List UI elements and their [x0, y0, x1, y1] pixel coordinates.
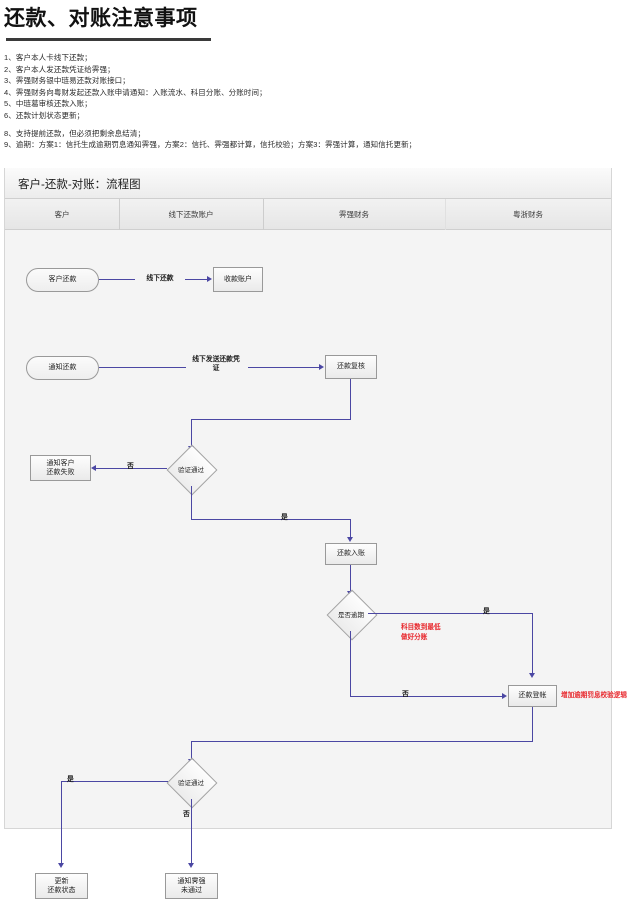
- node-repay-posting[interactable]: 还款入账: [325, 543, 377, 565]
- annotation-overdue-rule: 增加逾期罚息校验逻辑: [561, 692, 627, 699]
- note-item: 9、逾期：方案1：信托生成逾期罚息通知霁强，方案2：信托、霁强都计算，信托校验；…: [4, 140, 417, 150]
- decision-label: 是否逾期: [338, 612, 364, 619]
- note-item: 3、霁强财务银中琏易还款对账接口；: [4, 76, 130, 86]
- lane-header-customer: 客户: [54, 209, 70, 219]
- connector-review-down: [350, 379, 352, 420]
- page-title: 还款、对账注意事项: [4, 7, 198, 30]
- title-divider: [6, 38, 211, 41]
- node-receiving-account[interactable]: 收款账户: [213, 267, 263, 292]
- branch-label-no-overdue: 否: [402, 691, 409, 698]
- decision-is-overdue[interactable]: 是否逾期: [322, 589, 380, 641]
- branch-label-yes-1: 是: [281, 514, 288, 521]
- note-item: 5、中琏葛审核还款入账；: [4, 99, 92, 109]
- swimlane-header-row: 客户 线下还款账户 霁强财务 粤浙财务: [5, 199, 611, 230]
- connector-overdue-no-down: [350, 631, 352, 697]
- connector-decision1-no: [95, 468, 167, 470]
- connector-label-to-account: [185, 279, 208, 281]
- branch-label-yes-overdue: 是: [483, 608, 490, 615]
- connector-yes1-down-to-posting: [350, 519, 352, 539]
- connector-notify-to-label: [99, 367, 186, 369]
- lane-header-yuezhe-finance: 粤浙财务: [513, 209, 543, 219]
- notes-list: 1、客户本人卡线下还款； 2、客户本人发还款凭证给霁强； 3、霁强财务银中琏易还…: [4, 52, 636, 151]
- branch-label-no-2: 否: [183, 811, 190, 818]
- note-item: 1、客户本人卡线下还款；: [4, 53, 92, 62]
- node-repay-booking[interactable]: 还款登帐: [508, 685, 557, 707]
- decision-verify-pass-1[interactable]: 验证通过: [165, 444, 218, 496]
- branch-label-yes-2: 是: [67, 776, 74, 783]
- connector-elbow-down-to-decision: [191, 419, 193, 448]
- connector-decision1-yes-right: [191, 519, 351, 521]
- decision-verify-pass-2[interactable]: 验证通过: [165, 757, 218, 809]
- connector-overdue-no-right: [350, 696, 503, 698]
- connector-posting-down: [350, 565, 352, 593]
- arrowhead-to-notify-not-pass: [188, 863, 194, 868]
- node-notify-fail[interactable]: 通知客户 还款失败: [30, 455, 91, 481]
- connector-review-elbow: [191, 419, 351, 421]
- arrowhead-to-receiving-account: [207, 276, 212, 282]
- arrowhead-to-notify-fail: [91, 465, 96, 471]
- node-repay-review[interactable]: 还款复核: [325, 355, 377, 379]
- connector-booking-left: [191, 741, 533, 743]
- note-item: 6、还款计划状态更新；: [4, 110, 85, 120]
- connector-overdue-yes-down: [532, 613, 534, 675]
- lane-header-jiqiang-finance: 霁强财务: [339, 209, 369, 219]
- arrowhead-to-update-status: [58, 863, 64, 868]
- connector-decision2-no-down: [191, 799, 193, 865]
- arrowhead-yes-to-booking: [529, 673, 535, 678]
- annotation-subject-split: 科目数到最低 做好分账: [401, 624, 441, 641]
- connector-decision1-yes-down: [191, 486, 193, 520]
- arrowhead-to-repay-posting: [347, 537, 353, 542]
- branch-label-no-1: 否: [127, 463, 134, 470]
- flowchart-titlebar: [5, 168, 611, 199]
- connector-decision2-yes-left: [61, 781, 168, 783]
- connector-overdue-yes-right: [368, 613, 533, 615]
- note-item: 8、支持提前还款，但必须把剩余息结清；: [4, 128, 146, 138]
- lane-header-offline-account: 线下还款账户: [168, 209, 214, 219]
- flowchart-panel: 客户-还款-对账：流程图 客户 线下还款账户 霁强财务 粤浙财务 客户还款 线下…: [4, 168, 627, 899]
- decision-label: 验证通过: [178, 467, 204, 474]
- node-customer-repay[interactable]: 客户还款: [26, 268, 99, 292]
- connector-booking-down: [532, 707, 534, 742]
- connector-decision2-yes-down: [61, 781, 63, 865]
- edge-label-send-voucher: 线下发送还款凭 证: [192, 356, 240, 372]
- decision-label: 验证通过: [178, 780, 204, 787]
- note-item: 2、客户本人发还款凭证给霁强；: [4, 64, 115, 74]
- arrowhead-to-repay-review: [319, 364, 324, 370]
- node-update-status[interactable]: 更新 还款状态: [35, 873, 88, 899]
- note-item: 4、霁强财务向粤财发起还款入账申请通知：入账流水、科目分账、分账时间；: [4, 87, 267, 97]
- node-notify-not-pass[interactable]: 通知霁强 未通过: [165, 873, 218, 899]
- connector-repay-to-label: [99, 279, 135, 281]
- node-notify-repay[interactable]: 通知还款: [26, 356, 99, 380]
- connector-booking-to-decision2: [191, 741, 193, 761]
- flowchart-title: 客户-还款-对账：流程图: [18, 179, 141, 191]
- flowchart-canvas: 客户还款 线下还款 收款账户 通知还款 线下发送还款凭 证 还款复核 验证通过 …: [5, 230, 627, 899]
- connector-label-to-review: [248, 367, 320, 369]
- arrowhead-no-to-booking: [502, 693, 507, 699]
- edge-label-offline-repay: 线下还款: [146, 275, 174, 282]
